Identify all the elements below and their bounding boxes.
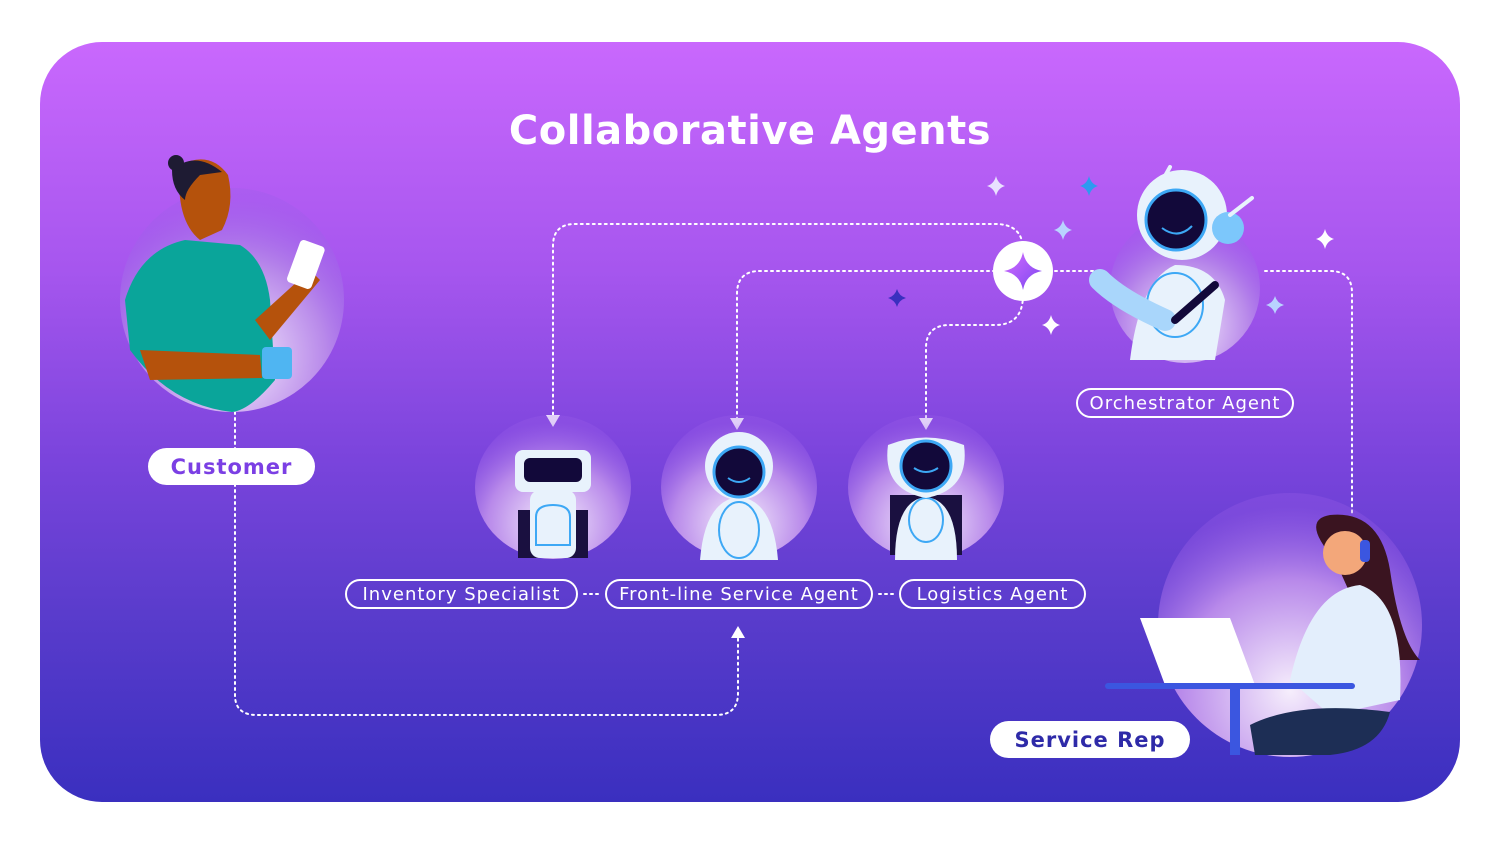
connector-orchestrator-logistics [925,294,1024,419]
label-orchestrator-agent: Orchestrator Agent [1076,388,1294,418]
connector-orchestrator-frontline [736,270,996,419]
robot-front-line-service-agent [661,415,817,560]
robot-logistics-agent [848,415,1004,560]
connector-lines [234,223,1353,716]
label-inventory-specialist: Inventory Specialist [345,579,578,609]
sparkle-hub-icon [993,241,1053,301]
service-rep-illustration [1105,493,1422,757]
connector-orchestrator-inventory [552,223,1024,416]
connector-customer-frontline [234,411,739,716]
page-title: Collaborative Agents [508,108,992,154]
label-logistics-agent: Logistics Agent [899,579,1086,609]
sparkle-icon [888,176,1334,335]
robot-inventory-specialist [475,415,631,559]
label-customer: Customer [148,448,315,485]
customer-illustration [120,155,344,412]
label-front-line-service-agent: Front-line Service Agent [605,579,873,609]
label-service-rep: Service Rep [990,721,1190,758]
robot-orchestrator-agent [1089,165,1260,363]
